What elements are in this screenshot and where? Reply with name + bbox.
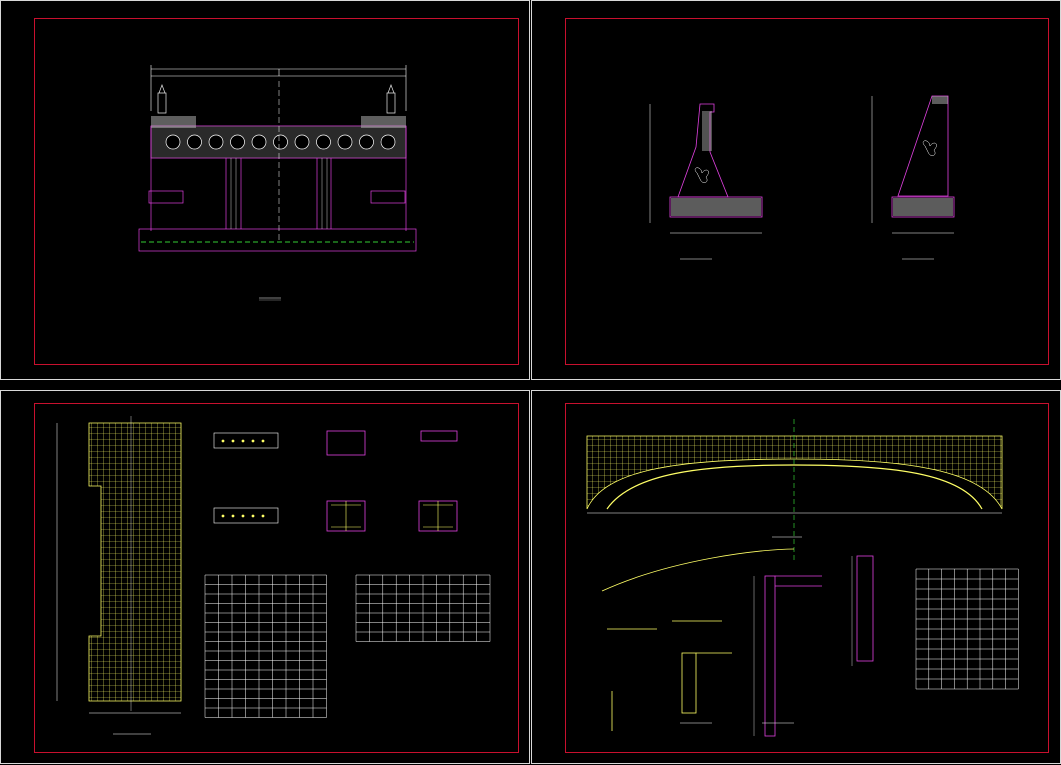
drawing-sheet-bottom-right[interactable] <box>531 390 1061 764</box>
drawing-sheet-top-left[interactable] <box>0 0 530 380</box>
title-frame <box>565 403 1049 753</box>
abutment-sections-drawing <box>649 95 955 260</box>
deck-void-circle <box>273 134 288 150</box>
title-frame <box>34 403 519 753</box>
title-frame <box>34 18 519 365</box>
deck-void-circle <box>165 134 181 150</box>
bridge-elevation-drawing <box>138 65 417 301</box>
deck-void-circle <box>187 134 202 150</box>
deck-void-circle <box>294 134 310 150</box>
drawing-sheet-bottom-left[interactable] <box>0 390 530 764</box>
drawing-sheet-top-right[interactable] <box>531 0 1061 380</box>
deck-void-circle <box>316 134 331 150</box>
arch-reinforcement-drawing <box>586 419 1019 737</box>
slab-reinforcement-drawing <box>56 416 491 735</box>
deck-void-circle <box>208 134 224 150</box>
deck-void-circle <box>251 134 267 150</box>
deck-void-circle <box>230 134 245 150</box>
deck-void-circle <box>337 134 353 150</box>
deck-void-circle <box>380 134 396 150</box>
deck-void-circle <box>359 134 374 150</box>
title-frame <box>565 18 1049 365</box>
